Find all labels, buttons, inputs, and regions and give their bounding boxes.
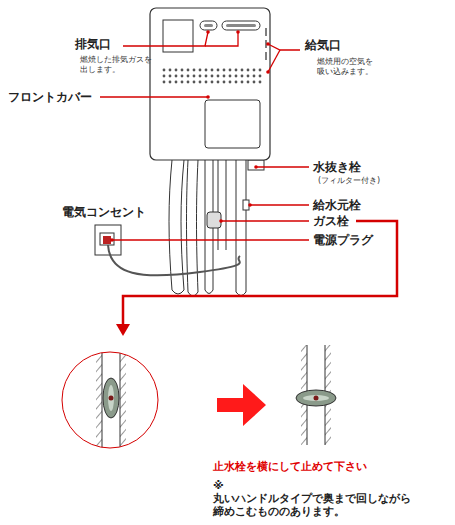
vent-dot: [169, 69, 172, 72]
vent-dot: [169, 75, 172, 78]
vent-dot: [181, 75, 184, 78]
part-name: 電源プラグ: [313, 233, 373, 247]
vent-dot: [223, 81, 226, 84]
vent-dot: [241, 75, 244, 78]
vent-dot: [259, 75, 262, 78]
vent-dot: [163, 81, 166, 84]
vent-dot: [217, 81, 220, 84]
vent-dot: [253, 75, 256, 78]
vent-dot: [211, 81, 214, 84]
vent-dot: [229, 81, 232, 84]
part-note: (フィルター付き): [318, 176, 380, 186]
part-name: 給気口: [305, 38, 341, 52]
vent-dot: [199, 69, 202, 72]
vent-dot: [175, 81, 178, 84]
part-note: 燃焼した排気ガスを 出します。: [80, 55, 152, 74]
vent-dot: [235, 81, 238, 84]
vent-dot: [253, 69, 256, 72]
vent-dot: [187, 75, 190, 78]
vent-dot: [235, 75, 238, 78]
warning-note: 止水栓を横にして止めて下さい: [213, 460, 367, 473]
vent-dot: [259, 69, 262, 72]
part-name: 電気コンセント: [62, 205, 146, 219]
vent-dot: [193, 69, 196, 72]
vent-dot: [247, 81, 250, 84]
vent-dot: [247, 69, 250, 72]
vent-dot: [187, 69, 190, 72]
vent-dot: [193, 81, 196, 84]
part-name: 排気口: [75, 37, 111, 51]
vent-dot: [253, 81, 256, 84]
vent-dot: [223, 69, 226, 72]
vent-dot: [247, 75, 250, 78]
vent-dot: [163, 75, 166, 78]
vent-dot: [205, 69, 208, 72]
vent-dot: [229, 75, 232, 78]
vent-dot: [199, 75, 202, 78]
vent-dot: [175, 69, 178, 72]
vent-dot: [193, 75, 196, 78]
vent-dot: [217, 75, 220, 78]
vent-dot: [175, 75, 178, 78]
vent-dot: [163, 69, 166, 72]
vent-dot: [235, 69, 238, 72]
part-name: フロントカバー: [8, 90, 92, 104]
vent-dot: [205, 75, 208, 78]
part-name: ガス栓: [313, 214, 349, 228]
part-name: 水抜き栓: [313, 160, 361, 174]
vent-dot: [181, 81, 184, 84]
note-text: ※丸いハンドルタイプで奥まで回しながら 締めこむもののあります。: [213, 479, 411, 519]
vent-dot: [229, 69, 232, 72]
part-name: 給水元栓: [313, 198, 361, 212]
vent-dot: [199, 81, 202, 84]
vent-dot: [217, 69, 220, 72]
vent-dot: [241, 81, 244, 84]
vent-dot: [211, 75, 214, 78]
vent-dot: [187, 81, 190, 84]
vent-dot: [259, 81, 262, 84]
vent-dot: [241, 69, 244, 72]
vent-dot: [169, 81, 172, 84]
vent-dot: [181, 69, 184, 72]
vent-dot: [205, 81, 208, 84]
vent-dot: [223, 75, 226, 78]
vent-dot: [211, 69, 214, 72]
part-note: 燃焼用の空気を 吸い込みます。: [317, 57, 373, 76]
